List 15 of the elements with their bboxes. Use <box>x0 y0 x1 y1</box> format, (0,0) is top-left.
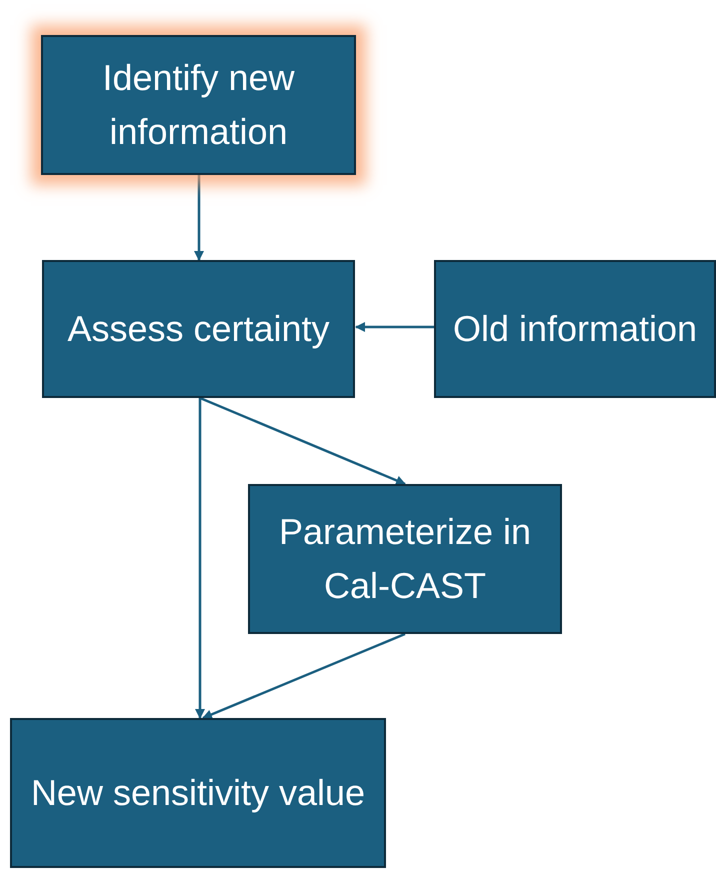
box-label: Parameterize in Cal-CAST <box>278 510 532 608</box>
process-box <box>42 260 355 398</box>
process-box <box>248 484 562 634</box>
box-label: New sensitivity value <box>30 771 366 815</box>
box-label: Identify new information <box>101 56 296 154</box>
arrow <box>195 398 205 719</box>
arrow <box>355 322 434 332</box>
process-box <box>41 35 356 175</box>
box-label: Old information <box>452 307 698 351</box>
arrow <box>202 632 406 720</box>
arrow <box>194 175 204 261</box>
box-label: Assess certainty <box>66 307 331 351</box>
process-box <box>10 718 386 868</box>
process-box <box>434 260 716 398</box>
arrow <box>200 396 406 486</box>
